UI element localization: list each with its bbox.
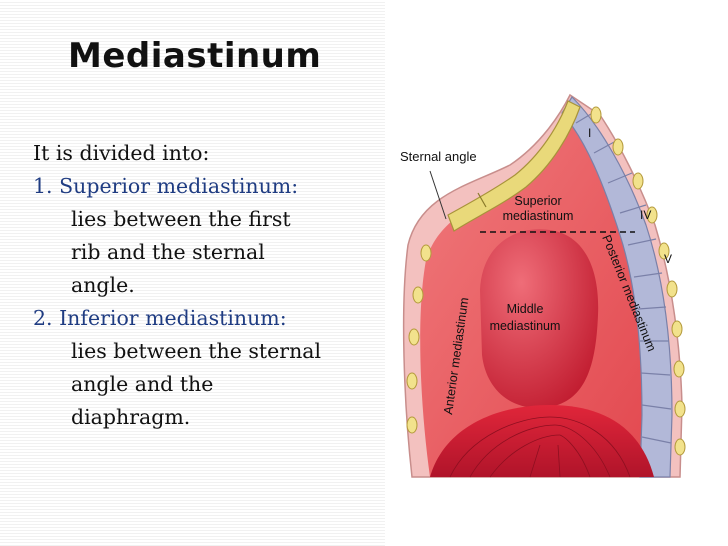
middle-label-line-2: mediastinum [490, 319, 561, 333]
item-2-heading: 2. Inferior mediastinum: [33, 306, 287, 330]
item-1-line-1: lies between the first [71, 207, 291, 231]
item-2-line-2: angle and the [71, 372, 214, 396]
mediastinum-diagram: Sternal angle Superior mediastinum Middl… [400, 93, 686, 478]
rib-label-i: I [588, 126, 591, 140]
item-1-line-3: angle. [71, 273, 135, 297]
middle-label-line-1: Middle [507, 302, 544, 316]
vertebral-column [561, 96, 673, 478]
sternal-angle-label: Sternal angle [400, 149, 477, 164]
posterior-ribs [590, 106, 686, 456]
heart [480, 229, 599, 408]
item-1-line-2: rib and the sternal [71, 240, 265, 264]
sternal-angle-leader [429, 170, 447, 220]
vertebra-dividers [575, 110, 672, 444]
slide-body: It is divided into: 1. Superior mediasti… [33, 137, 383, 434]
sternal-angle-mark [477, 192, 487, 208]
rib-label-iv: IV [640, 208, 651, 222]
anterior-ribs [406, 244, 432, 434]
item-2-line-3: diaphragm. [71, 405, 191, 429]
superior-label-line-1: Superior [514, 194, 561, 208]
item-2-line-1: lies between the sternal [71, 339, 322, 363]
diaphragm [430, 405, 654, 477]
rib-label-v: V [664, 252, 672, 266]
intro-text: It is divided into: [33, 141, 210, 165]
slide-title: Mediastinum [68, 36, 322, 76]
item-1-heading: 1. Superior mediastinum: [33, 174, 299, 198]
superior-label-line-2: mediastinum [503, 209, 574, 223]
diaphragm-fibers [449, 416, 631, 478]
